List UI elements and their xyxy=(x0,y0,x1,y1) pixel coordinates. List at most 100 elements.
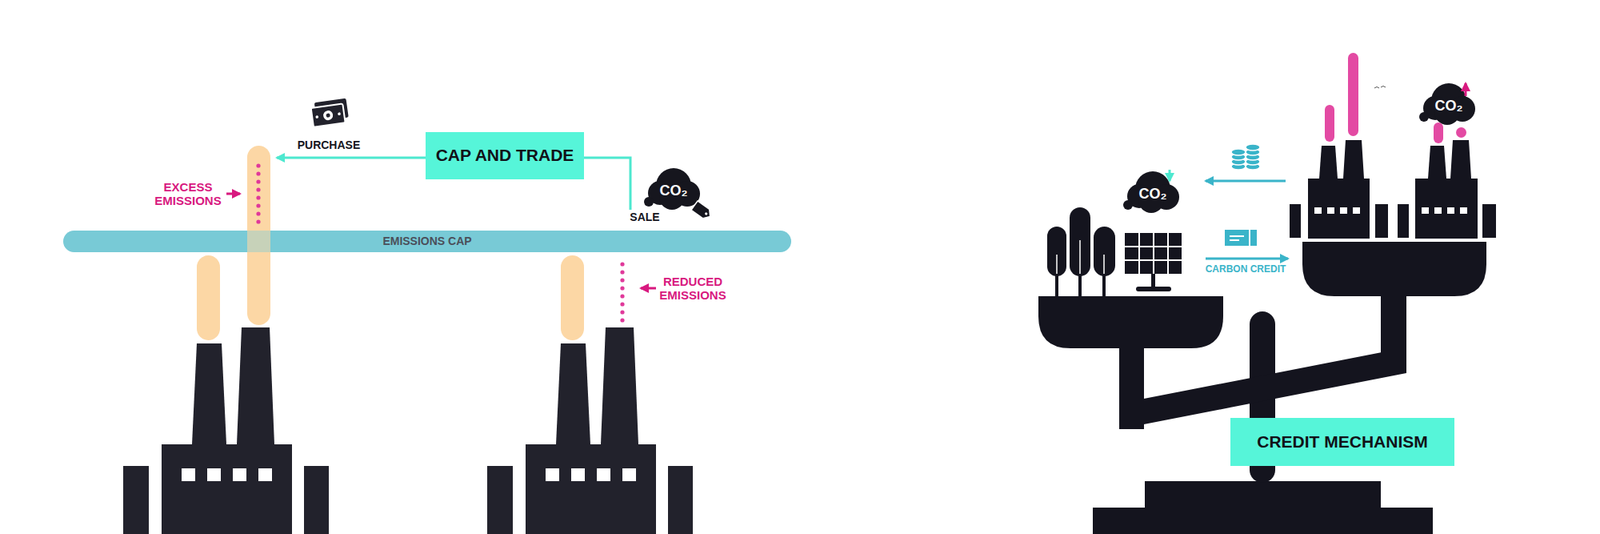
callout-label: EXCESS EMISSIONS xyxy=(150,180,227,208)
smoke-plume xyxy=(1433,122,1444,144)
bill-mark xyxy=(325,112,331,118)
excess-dots xyxy=(256,163,260,224)
tag-shape xyxy=(691,200,714,221)
tree-lines xyxy=(1056,240,1104,274)
tree-line xyxy=(1103,254,1105,274)
window xyxy=(232,468,247,481)
emission-dot xyxy=(256,171,260,176)
bill-mark xyxy=(322,109,334,121)
emission-dot xyxy=(256,163,260,168)
tree-line xyxy=(1056,254,1058,274)
solar-panel xyxy=(1124,232,1182,292)
decrease-arrow xyxy=(1168,169,1172,181)
chimney xyxy=(192,343,227,444)
factory-body xyxy=(1415,178,1478,239)
factory-windows xyxy=(1314,207,1468,214)
factory-body xyxy=(161,444,292,534)
window xyxy=(258,468,272,481)
grid-line xyxy=(1167,232,1169,274)
factory-wall xyxy=(304,465,329,534)
flow-label: PURCHASE xyxy=(276,138,381,152)
chimney xyxy=(1450,140,1472,179)
factory xyxy=(487,327,693,534)
chimney xyxy=(236,327,275,444)
gas-symbol: CO₂ xyxy=(1128,185,1177,203)
coin xyxy=(1245,144,1260,151)
pan-post xyxy=(1380,291,1407,373)
scale-pan xyxy=(1038,296,1224,348)
mechanism-box: CAP AND TRADE xyxy=(425,132,584,180)
node-text: CAP AND TRADE xyxy=(436,145,575,165)
emission-dot xyxy=(620,261,624,266)
price-tag xyxy=(691,200,714,221)
flow-label: SALE xyxy=(612,210,677,224)
chimney xyxy=(600,327,639,444)
cloud-lobe xyxy=(659,184,685,210)
emission-dot xyxy=(620,269,624,274)
scale-beam xyxy=(1119,347,1407,429)
window xyxy=(1352,207,1360,214)
scale-pan xyxy=(1302,241,1487,296)
factory-body xyxy=(525,444,656,534)
emission-dot xyxy=(256,203,260,208)
mechanism-box: CREDIT MECHANISM xyxy=(1230,417,1455,466)
chimney xyxy=(1428,145,1447,179)
tree-trunk xyxy=(1078,272,1082,297)
factory-wall xyxy=(668,465,693,534)
small-factories xyxy=(1289,140,1496,239)
window xyxy=(545,468,560,481)
emission-dot xyxy=(256,187,260,192)
pan-post xyxy=(1119,341,1144,429)
factory-wall xyxy=(123,465,149,534)
ticket-line xyxy=(1229,239,1240,241)
emission-dot xyxy=(620,309,624,314)
factory-wall xyxy=(487,465,513,534)
window xyxy=(571,468,585,481)
window xyxy=(1340,207,1348,214)
grid-line xyxy=(1152,232,1155,274)
trees xyxy=(1047,207,1116,297)
tree-trunk xyxy=(1055,272,1059,297)
tree-crown xyxy=(1047,226,1067,276)
cloud-lobe xyxy=(1419,112,1429,122)
tree-crown xyxy=(1069,207,1091,276)
node-text: CREDIT MECHANISM xyxy=(1256,432,1428,452)
window xyxy=(207,468,221,481)
emission-dot xyxy=(256,195,260,200)
factory-wall xyxy=(1482,204,1496,238)
factory-wall xyxy=(1375,204,1388,238)
cloud-lobe xyxy=(1123,200,1133,210)
tree-line xyxy=(1079,240,1081,274)
emission-dot xyxy=(620,301,624,306)
flow-label: CARBON CREDIT xyxy=(1189,264,1302,276)
emission-dot xyxy=(620,317,624,322)
smoke-plume xyxy=(1456,127,1467,138)
ticket-stub xyxy=(1250,229,1257,246)
window xyxy=(622,468,636,481)
tree-crown xyxy=(1093,226,1116,276)
credit-arrow xyxy=(1205,257,1288,260)
chimney xyxy=(1343,140,1364,179)
factory-wall xyxy=(1289,204,1301,238)
panel-base xyxy=(1136,286,1172,292)
smoke-plume xyxy=(560,255,584,340)
emissions-cap-band: EMISSIONS CAP xyxy=(63,230,792,252)
grid-line xyxy=(1124,245,1182,248)
emission-dot xyxy=(620,277,624,282)
cloud-lobe xyxy=(644,196,654,207)
emission-dot xyxy=(620,293,624,298)
chimney xyxy=(556,343,591,444)
co2-cloud xyxy=(644,168,700,210)
tag-hole xyxy=(704,212,708,216)
chimney xyxy=(1319,145,1338,179)
grid-line xyxy=(1138,232,1140,274)
ticket-body xyxy=(1224,229,1249,246)
increase-arrow xyxy=(1464,83,1468,96)
emission-dot xyxy=(256,179,260,184)
factory xyxy=(123,327,329,534)
gas-symbol: CO₂ xyxy=(649,182,698,200)
window xyxy=(596,468,611,481)
pink-plumes xyxy=(1324,52,1467,144)
panel-grid xyxy=(1124,232,1182,274)
